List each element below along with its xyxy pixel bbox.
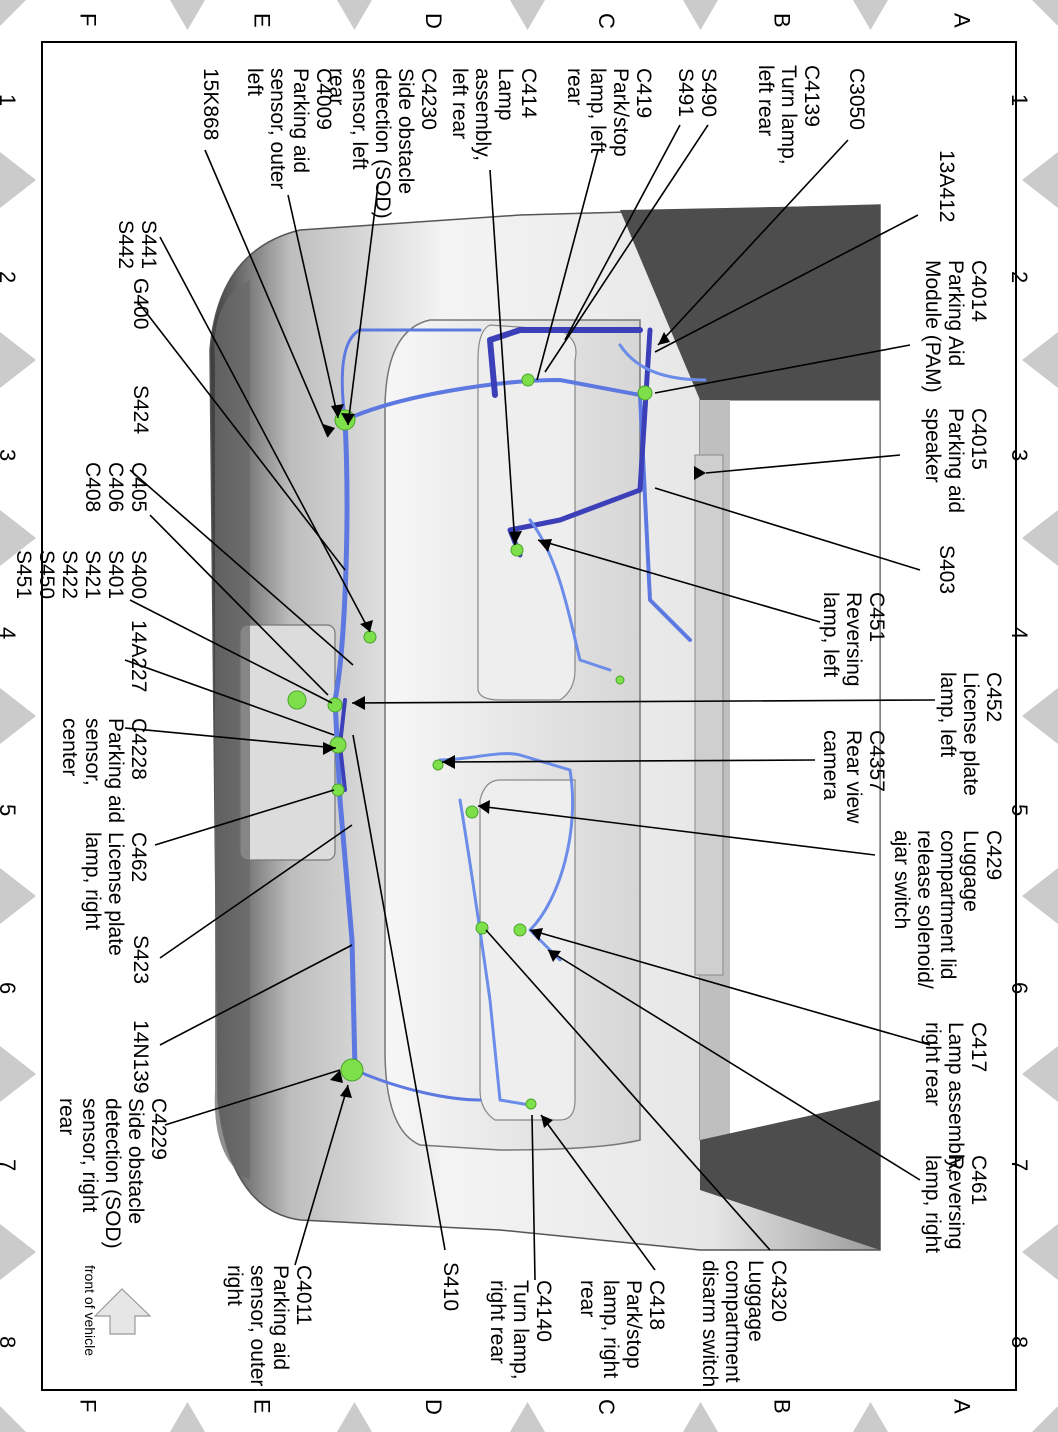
label-13a412: 13A412 bbox=[935, 150, 958, 223]
label-c418: C418 Park/stop lamp, right rear bbox=[576, 1280, 668, 1379]
row-label-d-bottom: D bbox=[421, 1399, 447, 1415]
label-g400: G400 bbox=[129, 278, 152, 330]
label-c4357: C4357 Rear view camera bbox=[819, 730, 888, 824]
label-14a227: 14A227 bbox=[127, 620, 150, 693]
col-label-5-right: 5 bbox=[1006, 804, 1032, 817]
col-label-6-right: 6 bbox=[1006, 982, 1032, 995]
label-c4015: C4015 Parking aid speaker bbox=[921, 408, 990, 514]
leader-lines bbox=[124, 124, 936, 1281]
col-label-7-right: 7 bbox=[1006, 1159, 1032, 1172]
row-label-c-bottom: C bbox=[594, 1399, 620, 1415]
row-label-a-top: A bbox=[949, 13, 975, 28]
label-s441: S441 S442 bbox=[114, 220, 160, 270]
label-c3050: C3050 bbox=[845, 68, 868, 130]
row-label-b-bottom: B bbox=[769, 1399, 795, 1414]
col-label-3-right: 3 bbox=[1006, 449, 1032, 462]
col-label-4-left: 4 bbox=[0, 627, 20, 639]
row-label-f-top: F bbox=[75, 13, 101, 27]
row-label-e-top: E bbox=[249, 13, 275, 28]
col-label-4-right: 4 bbox=[1006, 627, 1032, 640]
label-c4139: C4139 Turn lamp, left rear bbox=[754, 65, 823, 165]
col-label-1-right: 1 bbox=[1006, 94, 1032, 107]
label-c4011: C4011 Parking aid sensor, outer right bbox=[223, 1265, 315, 1387]
label-c414: C414 Lamp assembly, left rear bbox=[448, 68, 540, 161]
row-label-d-top: D bbox=[421, 13, 447, 29]
label-c4230: C4230 Side obstacle detection (SOD) sens… bbox=[325, 68, 440, 219]
col-label-6-left: 6 bbox=[0, 982, 20, 994]
label-c452: C452 License plate lamp, left bbox=[936, 672, 1005, 796]
row-label-b-top: B bbox=[769, 13, 795, 28]
leader-arrowheads bbox=[323, 332, 706, 1128]
label-c4009: C4009 Parking aid sensor, outer left bbox=[243, 68, 335, 190]
label-15k868: 15K868 bbox=[199, 68, 222, 141]
label-c4320: C4320 Luggage compartment disarm switch bbox=[698, 1260, 790, 1388]
row-label-a-bottom: A bbox=[949, 1399, 975, 1414]
label-c4229: C4229 Side obstacle detection (SOD) sens… bbox=[55, 1098, 170, 1249]
label-s400: S400 S401 S421 S422 S450 S451 bbox=[12, 550, 150, 600]
label-front-of-vehicle: front of vehicle bbox=[82, 1265, 98, 1357]
frame-border bbox=[41, 41, 1017, 1391]
label-s424: S424 bbox=[129, 385, 152, 435]
label-c4228: C4228 Parking aid sensor, center bbox=[58, 718, 150, 824]
col-label-8-left: 8 bbox=[0, 1336, 20, 1348]
arrow-right-icon bbox=[93, 1288, 152, 1335]
label-14n139: 14N139 bbox=[129, 1020, 152, 1094]
label-c417: C417 Lamp assembly, right rear bbox=[921, 1022, 990, 1174]
label-c429: C429 Luggage compartment lid release sol… bbox=[890, 830, 1005, 989]
label-c451: C451 Reversing lamp, left bbox=[819, 592, 888, 687]
connectors bbox=[287, 373, 653, 1110]
label-s490: S490 S491 bbox=[674, 68, 720, 118]
label-c4014: C4014 Parking Aid Module (PAM) bbox=[921, 260, 990, 393]
row-label-e-bottom: E bbox=[249, 1399, 275, 1414]
label-s403: S403 bbox=[935, 545, 958, 595]
col-label-7-left: 7 bbox=[0, 1159, 20, 1171]
col-label-2-left: 2 bbox=[0, 271, 20, 283]
label-s423: S423 bbox=[129, 935, 152, 985]
label-c461: C461 Reversing lamp, right bbox=[921, 1155, 990, 1254]
label-c419: C419 Park/stop lamp, left rear bbox=[563, 68, 655, 157]
row-label-c-top: C bbox=[594, 13, 620, 29]
label-c405: C405 C406 C408 bbox=[81, 462, 150, 513]
label-c4140: C4140 Turn lamp, right rear bbox=[486, 1280, 555, 1380]
col-label-2-right: 2 bbox=[1006, 271, 1032, 284]
col-label-3-left: 3 bbox=[0, 449, 20, 461]
col-label-8-right: 8 bbox=[1006, 1336, 1032, 1349]
wiring-harness bbox=[332, 327, 707, 1107]
col-label-5-left: 5 bbox=[0, 804, 20, 816]
col-label-1-left: 1 bbox=[0, 94, 20, 106]
row-label-f-bottom: F bbox=[75, 1399, 101, 1413]
label-s410: S410 bbox=[439, 1262, 462, 1312]
